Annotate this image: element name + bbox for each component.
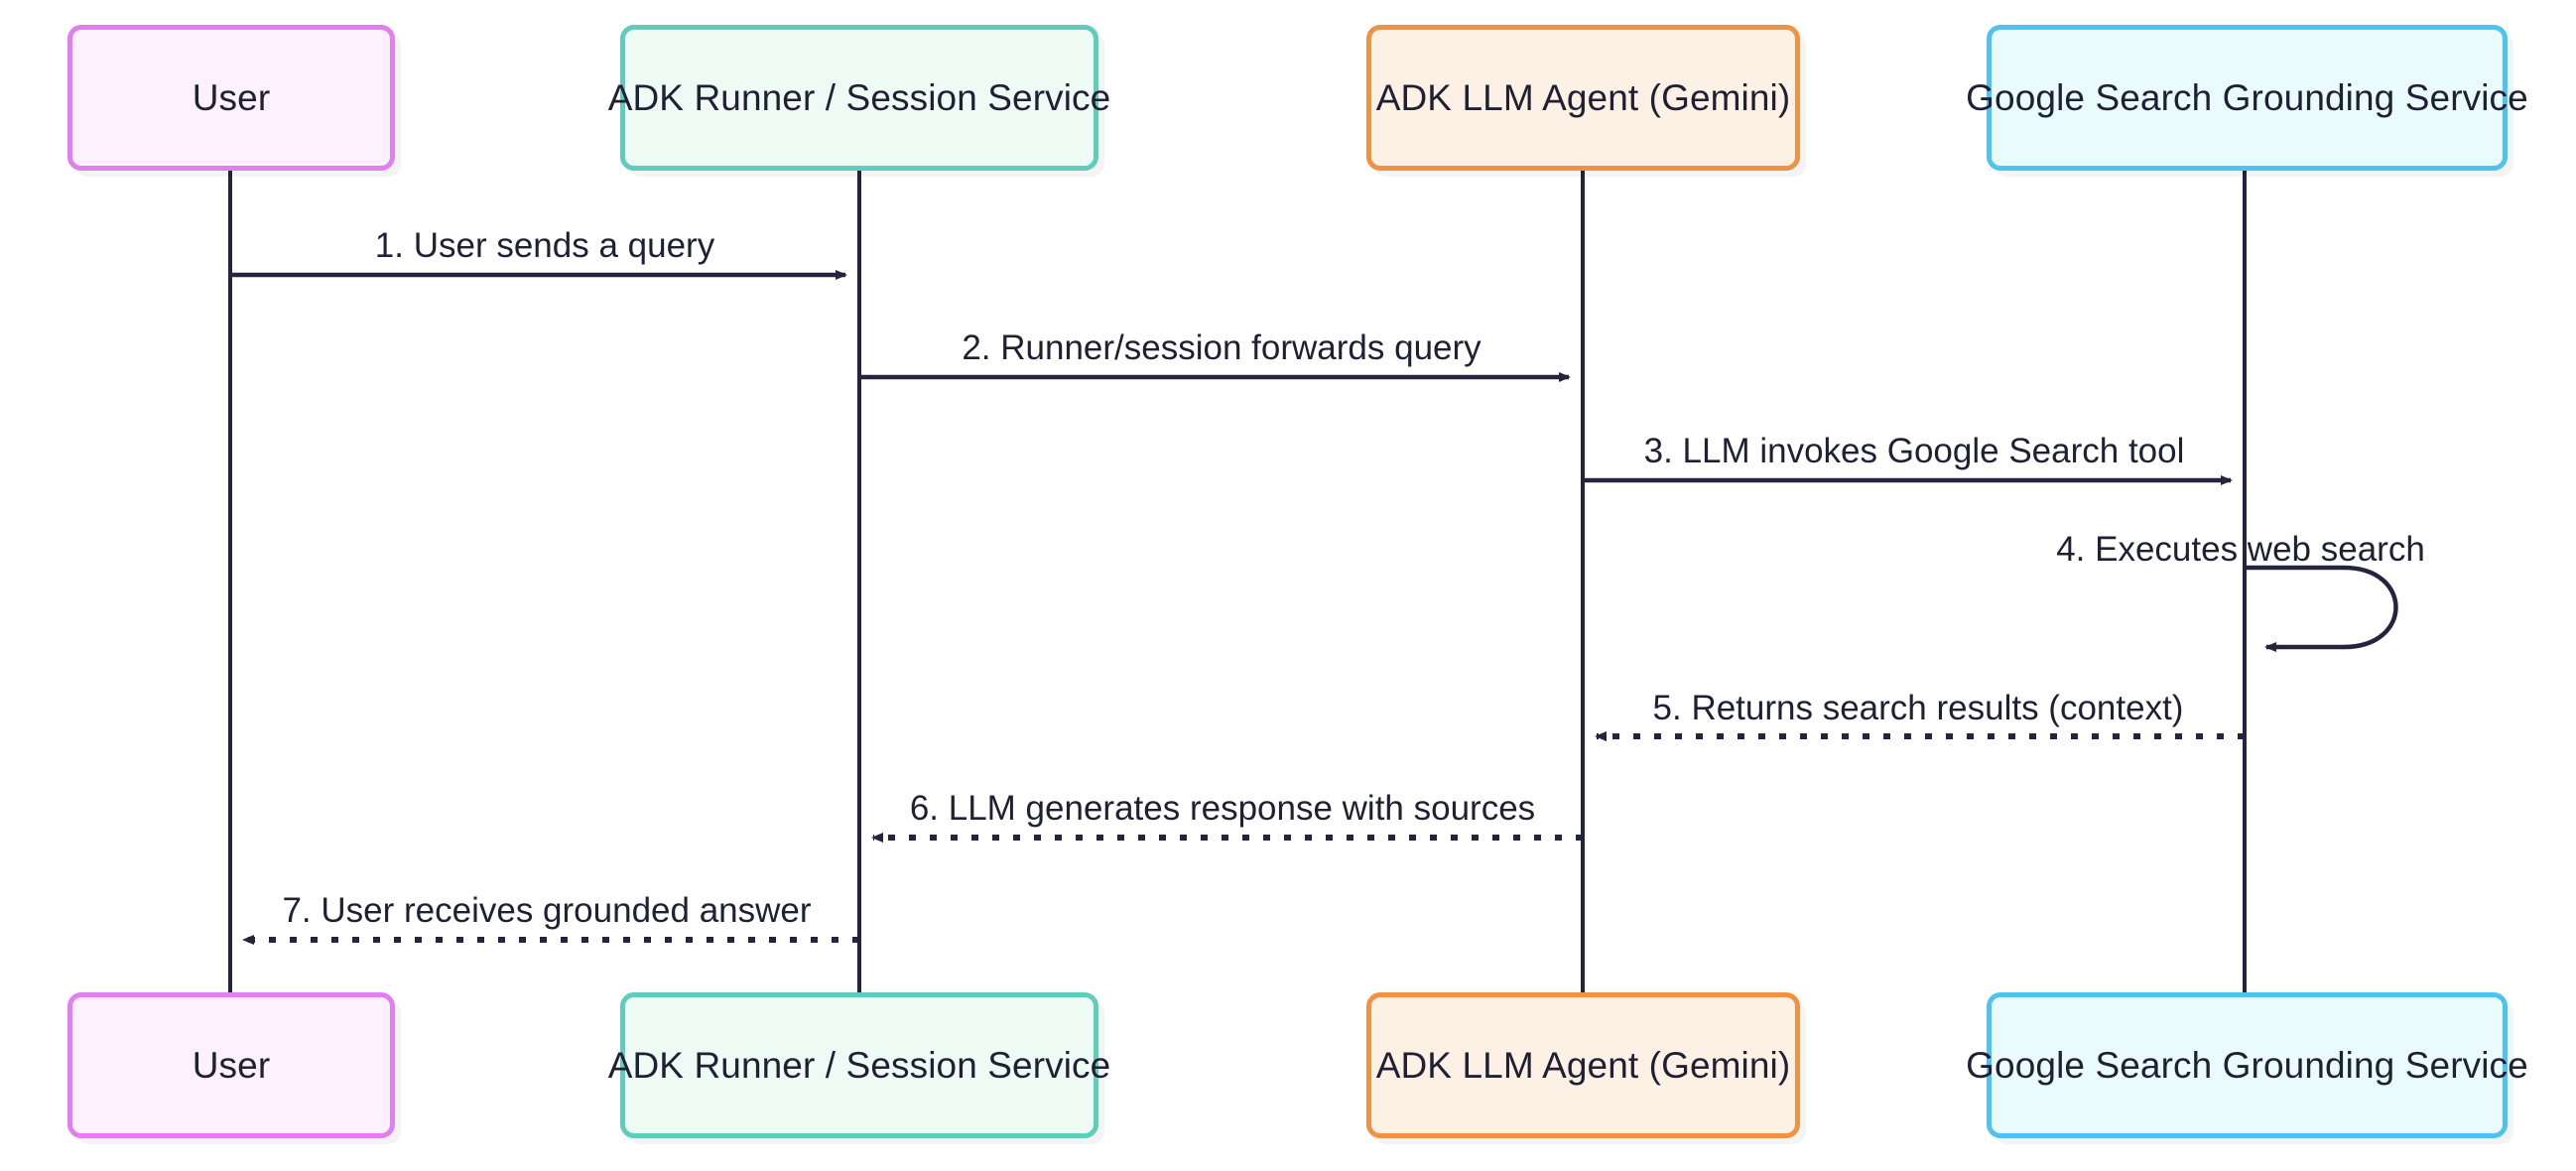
participant-box-search-bottom[interactable]: Google Search Grounding Service: [1966, 992, 2528, 1138]
message-label-6: 6. LLM generates response with sources: [909, 789, 1536, 828]
participant-box-agent-bottom[interactable]: ADK LLM Agent (Gemini): [1366, 992, 1800, 1138]
participant-box-user-bottom[interactable]: User: [67, 992, 395, 1138]
lifeline-group: [228, 171, 2247, 992]
participant-label-search: Google Search Grounding Service: [1966, 77, 2528, 118]
participant-label-runner: ADK Runner / Session Service: [607, 77, 1111, 118]
participant-label-search: Google Search Grounding Service: [1966, 1045, 2528, 1086]
message-arrow-self-loop-4: [2245, 565, 2398, 652]
participant-label-user: User: [192, 1045, 271, 1086]
participant-box-user-top[interactable]: User: [67, 25, 395, 171]
message-label-2: 2. Runner/session forwards query: [962, 328, 1481, 367]
message-label-7: 7. User receives grounded answer: [282, 891, 812, 930]
message-label-1: 1. User sends a query: [374, 226, 715, 265]
participant-label-runner: ADK Runner / Session Service: [607, 1045, 1111, 1086]
participant-box-agent-top[interactable]: ADK LLM Agent (Gemini): [1366, 25, 1800, 171]
message-label-5: 5. Returns search results (context): [1652, 689, 2184, 727]
message-label-4: 4. Executes web search: [2056, 530, 2425, 569]
participant-label-agent: ADK LLM Agent (Gemini): [1375, 1045, 1791, 1086]
participant-label-agent: ADK LLM Agent (Gemini): [1375, 77, 1791, 118]
message-label-3: 3. LLM invokes Google Search tool: [1643, 432, 2185, 470]
participant-label-user: User: [192, 77, 271, 118]
message-arrow-group: [230, 270, 2398, 945]
participant-box-runner-bottom[interactable]: ADK Runner / Session Service: [608, 992, 1110, 1138]
participant-box-runner-top[interactable]: ADK Runner / Session Service: [608, 25, 1110, 171]
participant-box-search-top[interactable]: Google Search Grounding Service: [1966, 25, 2528, 171]
